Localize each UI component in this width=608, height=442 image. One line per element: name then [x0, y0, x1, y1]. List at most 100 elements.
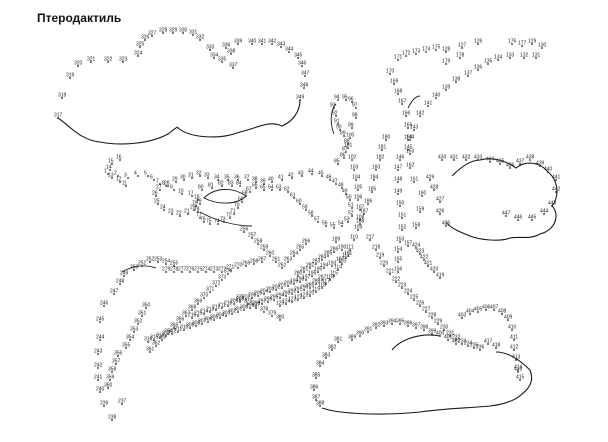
dot-number: 120: [306, 291, 315, 297]
dot: [321, 287, 323, 289]
dot-number: 114: [334, 265, 342, 271]
dot: [243, 309, 245, 311]
dot: [423, 259, 425, 261]
dot: [172, 32, 174, 34]
dot-number: 224: [404, 289, 413, 295]
dot-number: 103: [350, 165, 359, 171]
dot: [347, 221, 349, 223]
dot: [409, 167, 411, 169]
dot: [329, 279, 331, 281]
dot: [192, 34, 194, 36]
dot: [99, 339, 101, 341]
dot-number: 372: [212, 281, 221, 287]
dot: [389, 73, 391, 75]
dot: [477, 69, 479, 71]
dot: [197, 211, 199, 213]
dot: [341, 263, 343, 265]
dot-number: 359: [106, 375, 115, 381]
dot: [239, 299, 241, 301]
dot-number: 161: [410, 177, 419, 183]
dot-number: 82: [218, 181, 224, 187]
dot: [291, 177, 293, 179]
dot: [159, 337, 161, 339]
dot-number: 261: [272, 257, 281, 263]
dot: [251, 297, 253, 299]
dot: [535, 57, 537, 59]
dot: [305, 209, 307, 211]
dot: [279, 297, 281, 299]
dot-number: 100: [346, 133, 355, 139]
dot-number: 24: [160, 205, 166, 211]
dot-number: 202: [272, 285, 281, 291]
dot-number: 356: [114, 351, 123, 357]
dot-number: 132: [520, 53, 529, 59]
dot: [521, 45, 523, 47]
dot-number: 54: [338, 221, 344, 227]
dot: [551, 205, 553, 207]
dot-number: 190: [338, 245, 347, 251]
dot: [313, 389, 315, 391]
dot-number: 95: [342, 95, 348, 101]
dot-number: 267: [258, 257, 267, 263]
dot-number: 192: [336, 257, 345, 263]
dot-number: 333: [206, 45, 215, 51]
dot-number: 363: [158, 335, 167, 341]
dot-number: 171: [394, 55, 403, 61]
dot: [347, 143, 349, 145]
dot-number: 121: [300, 293, 309, 299]
dot: [391, 323, 393, 325]
dot-number: 377: [252, 303, 261, 309]
dot: [181, 193, 183, 195]
dot-number: 182: [376, 155, 385, 161]
dot-number: 139: [442, 85, 451, 91]
dot: [299, 281, 301, 283]
dot-number: 214: [200, 309, 209, 315]
dot: [325, 283, 327, 285]
dot-number: 313: [162, 331, 171, 337]
dot: [427, 105, 429, 107]
dot-number: 285: [324, 251, 333, 257]
dot-number: 407: [490, 305, 499, 311]
dot-number: 344: [285, 47, 294, 53]
dot: [177, 331, 179, 333]
dot-number: 426: [436, 209, 445, 215]
dot-number: 87: [342, 147, 348, 153]
dot: [487, 343, 489, 345]
dot-number: 240: [96, 387, 105, 393]
dot: [517, 371, 519, 373]
dot-number: 217: [366, 235, 375, 241]
dot: [209, 311, 211, 313]
dot: [359, 219, 361, 221]
dot-number: 108: [356, 215, 365, 221]
dot: [141, 315, 143, 317]
dot: [367, 331, 369, 333]
dot: [315, 283, 317, 285]
dot-number: 200: [284, 281, 293, 287]
dot-number: 199: [290, 279, 299, 285]
dot-number: 255: [170, 261, 179, 267]
dot-number: 446: [514, 215, 523, 221]
dot-number: 281: [300, 267, 309, 273]
dot-number: 390: [356, 331, 365, 337]
dot-number: 288: [312, 279, 321, 285]
dot: [299, 99, 301, 101]
dot-number: 286: [330, 247, 339, 253]
dot: [369, 239, 371, 241]
dot-number: 204: [260, 289, 269, 295]
dot-number: 152: [398, 225, 407, 231]
dot: [345, 257, 347, 259]
dot: [445, 51, 447, 53]
dot-number: 55: [330, 223, 336, 229]
dot-number: 3: [124, 173, 127, 179]
dot: [189, 271, 191, 273]
dot: [419, 253, 421, 255]
dot-number: 70: [234, 203, 240, 209]
dot-number: 275: [194, 267, 203, 273]
dot: [197, 303, 199, 305]
dot-number: 159: [416, 207, 425, 213]
dot-number: 229: [434, 319, 443, 325]
dot: [539, 165, 541, 167]
dot: [439, 201, 441, 203]
dot: [321, 279, 323, 281]
